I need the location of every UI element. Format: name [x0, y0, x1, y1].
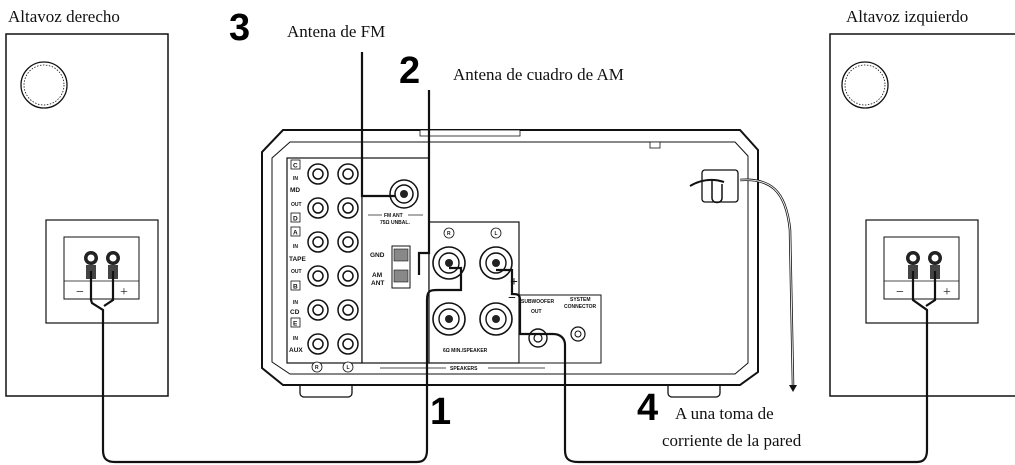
- jack-row-cd-in: [307, 299, 359, 321]
- label-b: B: [293, 284, 298, 291]
- outlet-label-line2: corriente de la pared: [662, 431, 802, 450]
- jack-row-aux-in: [307, 333, 359, 355]
- terminal-minus-label: −: [896, 285, 904, 300]
- label-aux: AUX: [289, 347, 303, 354]
- am-antenna-label: Antena de cuadro de AM: [453, 65, 624, 84]
- label-in: IN: [293, 336, 298, 342]
- label-r: R: [315, 365, 319, 371]
- label-e: E: [293, 321, 298, 328]
- terminal-minus-label: −: [76, 285, 84, 300]
- label-c: C: [293, 163, 298, 170]
- label-am: AM: [372, 272, 382, 279]
- label-tape: TAPE: [289, 256, 307, 263]
- label-out: OUT: [291, 202, 302, 208]
- step-4-number: 4: [637, 387, 658, 429]
- label-d: D: [293, 216, 298, 223]
- jack-row-md-in: [307, 163, 359, 185]
- speaker-right-label: Altavoz derecho: [8, 7, 120, 26]
- label-in: IN: [293, 176, 298, 182]
- impedance-label: 6Ω MIN./SPEAKER: [443, 348, 488, 354]
- label-l: L: [495, 231, 498, 237]
- connector-label: CONNECTOR: [564, 304, 597, 310]
- label-in: IN: [293, 244, 298, 250]
- label-fm-ant-ohm: 75Ω UNBAL.: [380, 220, 410, 226]
- jack-row-tape-in: [307, 231, 359, 253]
- label-r: R: [447, 231, 451, 237]
- label-md: MD: [290, 187, 300, 194]
- label-out: OUT: [291, 269, 302, 275]
- label-a: A: [293, 230, 298, 237]
- label-l: L: [347, 365, 350, 371]
- label-am-ant: ANT: [371, 280, 384, 287]
- step-1-number: 1: [430, 391, 451, 433]
- speaker-left-label: Altavoz izquierdo: [846, 7, 968, 26]
- sub-out-label: OUT: [531, 309, 542, 315]
- label-fm-ant: FM ANT: [384, 213, 403, 219]
- left-speaker: − +: [829, 33, 1015, 397]
- antenna-terminals: FM ANT 75Ω UNBAL. GND AM ANT: [368, 179, 423, 289]
- system-label: SYSTEM: [570, 297, 591, 303]
- power-cord: [689, 169, 797, 392]
- outlet-label-line1: A una toma de: [675, 404, 774, 423]
- minus-label: −: [508, 291, 516, 306]
- terminal-plus-label: +: [943, 285, 951, 300]
- input-jacks: [307, 163, 359, 355]
- step-3-number: 3: [229, 7, 250, 49]
- plus-label: +: [510, 275, 518, 290]
- step-2-number: 2: [399, 50, 420, 92]
- receiver-speaker-terminals: R L + − 6Ω MIN./SPEAKER SPEAKERS: [380, 227, 545, 372]
- label-in: IN: [293, 300, 298, 306]
- jack-row-tape-out: [307, 265, 359, 287]
- label-gnd: GND: [370, 252, 385, 259]
- speakers-label: SPEAKERS: [450, 366, 478, 372]
- terminal-plus-label: +: [120, 285, 128, 300]
- jack-row-md-out: [307, 197, 359, 219]
- label-cd: CD: [290, 309, 300, 316]
- input-labels: C IN MD OUT D A IN TAPE OUT B IN CD E IN…: [289, 159, 354, 373]
- fm-antenna-label: Antena de FM: [287, 22, 385, 41]
- right-speaker: − +: [5, 33, 169, 397]
- subwoofer-label: SUBWOOFER: [521, 299, 554, 305]
- wires: [89, 52, 937, 464]
